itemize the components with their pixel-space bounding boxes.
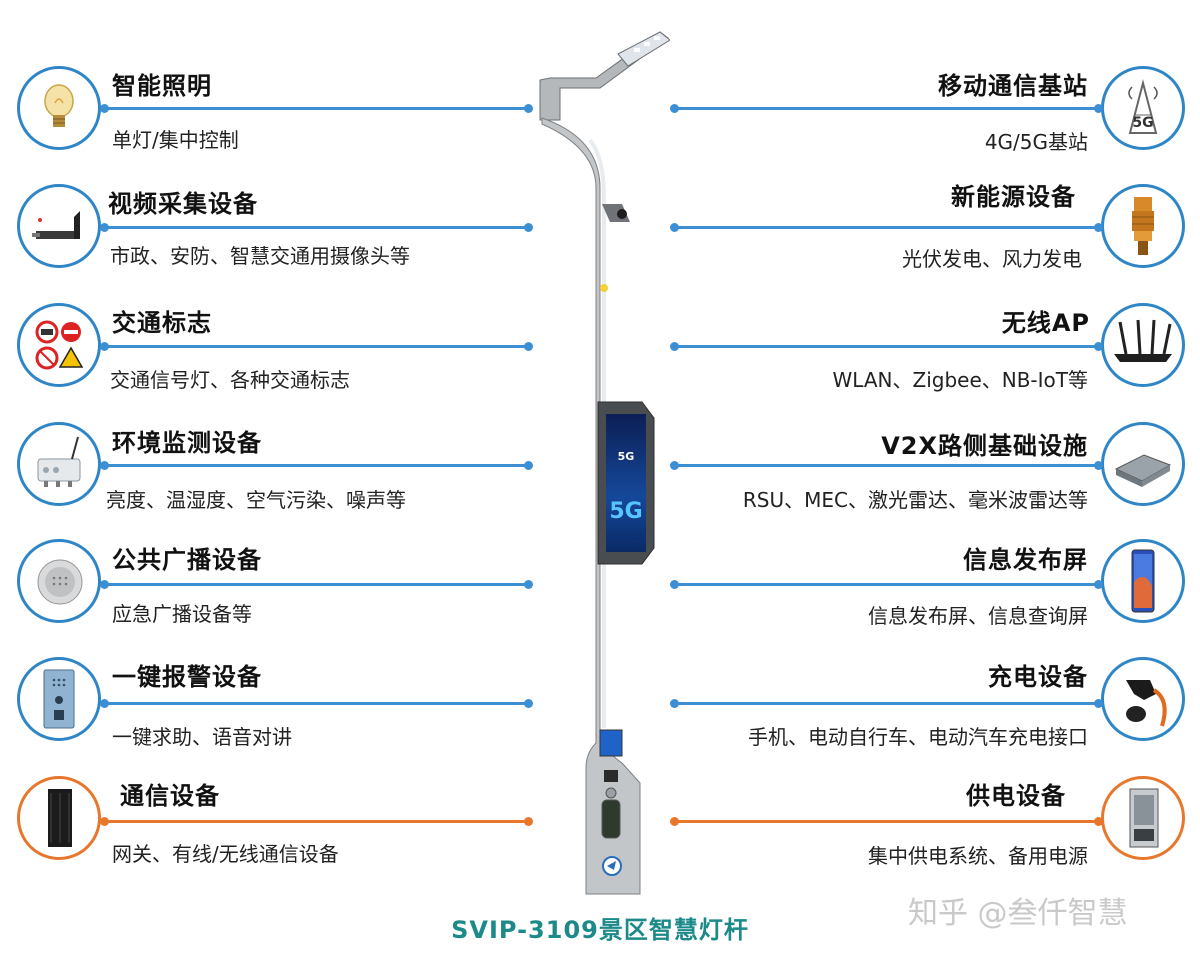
item-desc: 应急广播设备等 xyxy=(112,602,252,626)
item-desc: RSU、MEC、激光雷达、毫米波雷达等 xyxy=(742,488,1088,512)
item-title: 视频采集设备 xyxy=(108,190,258,218)
connector-dot xyxy=(524,699,533,708)
light-bulb-icon xyxy=(17,66,101,150)
connector-dot xyxy=(524,342,533,351)
item-title: 交通标志 xyxy=(112,309,212,337)
connector-dot xyxy=(524,461,533,470)
connector-dot xyxy=(100,104,109,113)
connector-dot xyxy=(670,104,679,113)
connector-dot xyxy=(1094,104,1103,113)
connector-dot xyxy=(100,699,109,708)
item-title: 信息发布屏 xyxy=(963,546,1088,574)
5g-tower-icon: 5G xyxy=(1101,66,1185,150)
connector-dot xyxy=(1094,699,1103,708)
connector-line xyxy=(674,107,1100,110)
connector-dot xyxy=(1094,461,1103,470)
connector-dot xyxy=(670,817,679,826)
item-desc: 集中供电系统、备用电源 xyxy=(868,844,1088,868)
router-icon xyxy=(1101,303,1185,387)
item-title: 供电设备 xyxy=(966,782,1066,810)
connector-line xyxy=(104,702,528,705)
item-title: 新能源设备 xyxy=(951,183,1076,211)
item-desc: WLAN、Zigbee、NB-IoT等 xyxy=(832,368,1088,392)
item-desc: 交通信号灯、各种交通标志 xyxy=(110,368,350,392)
smart-pole: 5G 5G xyxy=(530,28,670,898)
item-title: V2X路侧基础设施 xyxy=(881,432,1088,460)
connector-dot xyxy=(670,580,679,589)
item-desc: 网关、有线/无线通信设备 xyxy=(112,842,339,866)
connector-line xyxy=(674,820,1100,823)
item-desc: 亮度、温湿度、空气污染、噪声等 xyxy=(106,488,406,512)
connector-line xyxy=(104,820,528,823)
item-title: 无线AP xyxy=(1001,309,1090,337)
item-title: 移动通信基站 xyxy=(938,72,1088,100)
connector-line xyxy=(674,345,1100,348)
connector-dot xyxy=(1094,223,1103,232)
connector-dot xyxy=(100,342,109,351)
connector-dot xyxy=(1094,817,1103,826)
connector-dot xyxy=(670,461,679,470)
connector-dot xyxy=(524,580,533,589)
connector-line xyxy=(104,107,528,110)
ev-charger-icon xyxy=(1101,657,1185,741)
connector-line xyxy=(104,464,528,467)
item-desc: 手机、电动自行车、电动汽车充电接口 xyxy=(748,725,1088,749)
power-cabinet-icon xyxy=(1101,776,1185,860)
server-cabinet-icon xyxy=(17,776,101,860)
item-title: 智能照明 xyxy=(112,72,212,100)
screen-label: 5G xyxy=(618,450,635,463)
item-title: 环境监测设备 xyxy=(112,429,262,457)
connector-dot xyxy=(100,461,109,470)
item-desc: 4G/5G基站 xyxy=(984,130,1088,154)
traffic-sign-icon xyxy=(17,303,101,387)
item-desc: 一键求助、语音对讲 xyxy=(112,725,292,749)
alarm-panel-icon xyxy=(17,657,101,741)
item-desc: 市政、安防、智慧交通用摄像头等 xyxy=(110,244,410,268)
item-title: 公共广播设备 xyxy=(112,546,262,574)
connector-dot xyxy=(1094,342,1103,351)
item-title: 充电设备 xyxy=(988,663,1088,691)
connector-dot xyxy=(100,223,109,232)
footer-caption: SVIP-3109景区智慧灯杆 xyxy=(451,916,749,944)
connector-dot xyxy=(524,104,533,113)
item-desc: 单灯/集中控制 xyxy=(112,128,239,152)
connector-dot xyxy=(1094,580,1103,589)
watermark: 知乎 @叁仟智慧 xyxy=(908,896,1128,931)
connector-dot xyxy=(670,342,679,351)
speaker-icon xyxy=(17,539,101,623)
connector-line xyxy=(674,583,1100,586)
connector-line xyxy=(104,583,528,586)
energy-device-icon xyxy=(1101,184,1185,268)
svg-text:5G: 5G xyxy=(1132,115,1153,131)
camera-icon xyxy=(17,184,101,268)
connector-line xyxy=(104,345,528,348)
connector-dot xyxy=(524,817,533,826)
connector-line xyxy=(674,226,1100,229)
connector-dot xyxy=(670,223,679,232)
sensor-icon xyxy=(17,422,101,506)
connector-dot xyxy=(100,580,109,589)
item-desc: 信息发布屏、信息查询屏 xyxy=(868,604,1088,628)
item-title: 一键报警设备 xyxy=(112,663,262,691)
connector-dot xyxy=(524,223,533,232)
connector-dot xyxy=(100,817,109,826)
connector-line xyxy=(104,226,528,229)
screen-big-label: 5G xyxy=(609,499,642,524)
connector-line xyxy=(674,702,1100,705)
connector-dot xyxy=(670,699,679,708)
connector-line xyxy=(674,464,1100,467)
display-screen-icon xyxy=(1101,539,1185,623)
item-title: 通信设备 xyxy=(120,782,220,810)
item-desc: 光伏发电、风力发电 xyxy=(902,247,1082,271)
radar-box-icon xyxy=(1101,422,1185,506)
